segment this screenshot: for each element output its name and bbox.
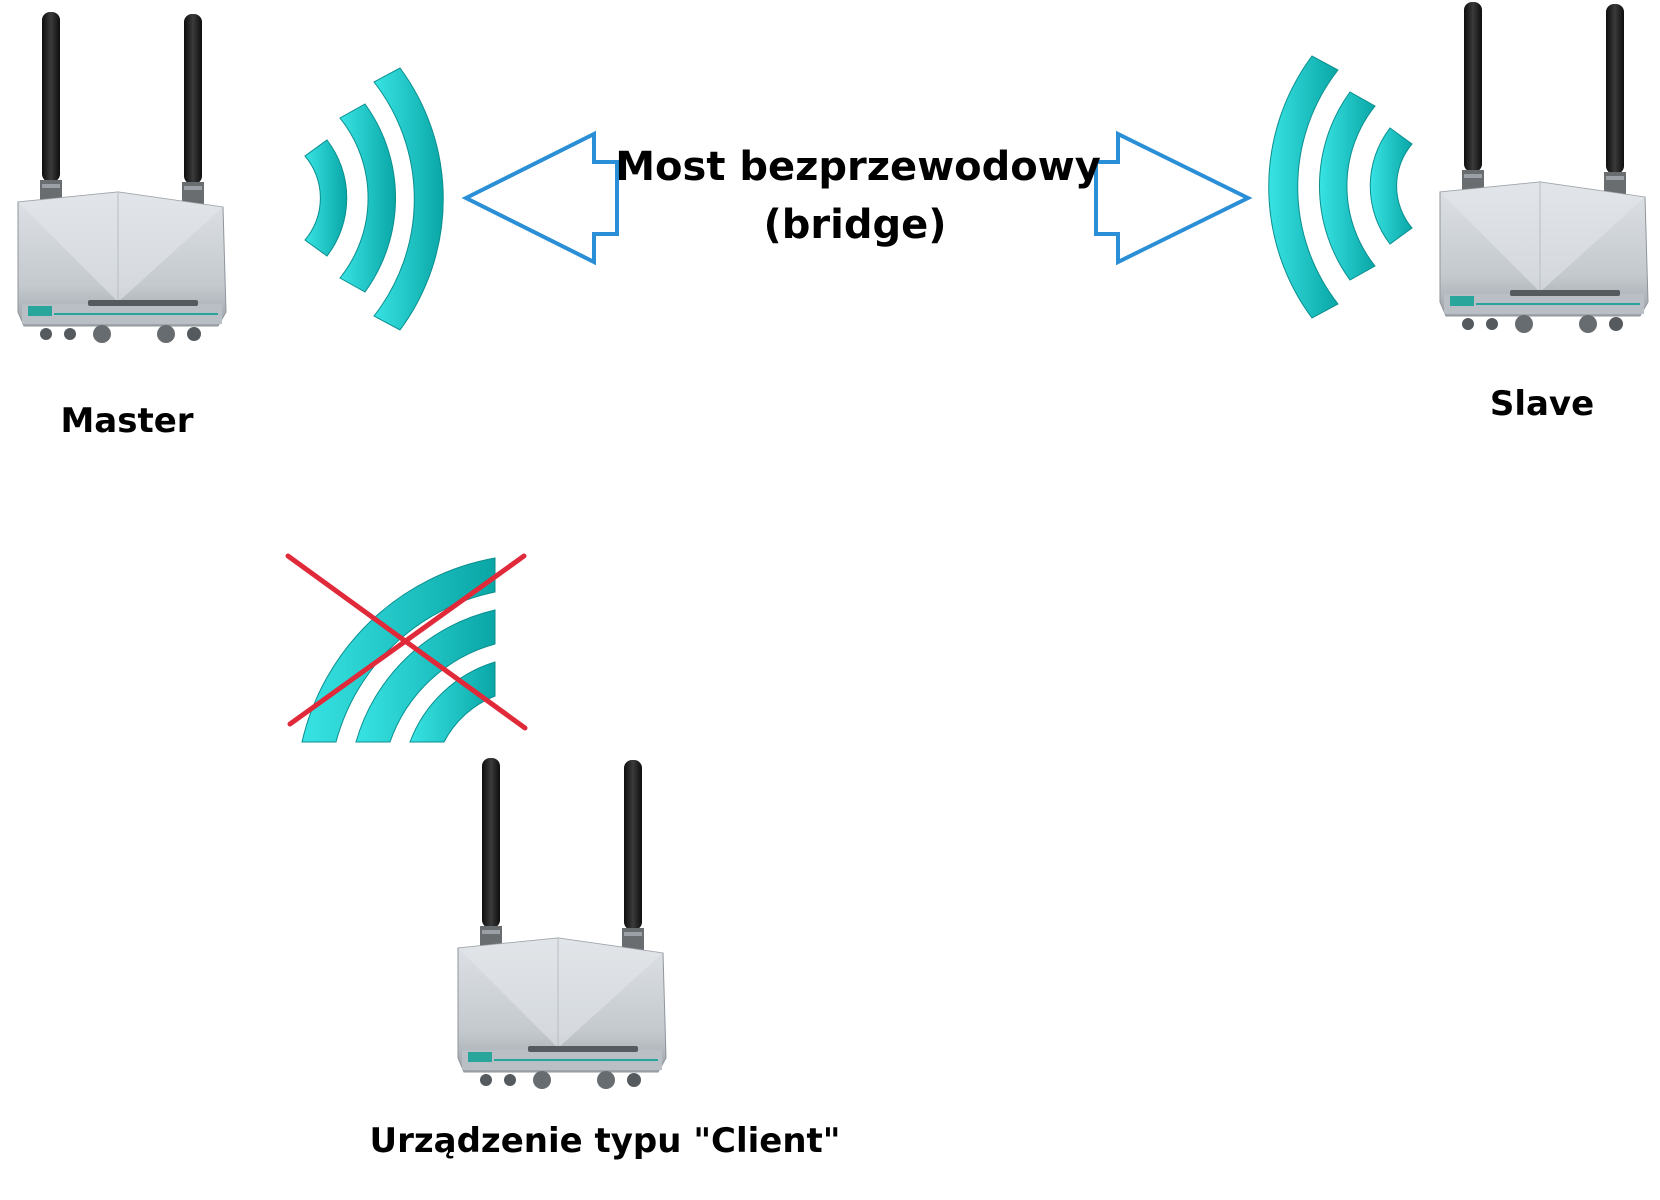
master-wifi-signal-icon	[304, 67, 444, 331]
master-access-point-icon	[17, 11, 227, 344]
client-label: Urządzenie typu "Client"	[369, 1121, 840, 1161]
master-label: Master	[60, 401, 193, 441]
slave-wifi-signal-icon	[1268, 55, 1413, 319]
bridge-title-line2: (bridge)	[763, 202, 946, 248]
slave-access-point-icon	[1439, 1, 1649, 334]
cross-icon	[285, 553, 528, 731]
client-wifi-signal-icon	[301, 557, 496, 743]
slave-label: Slave	[1490, 384, 1594, 424]
arrow-left-icon	[461, 130, 619, 266]
arrow-right-icon	[1094, 130, 1253, 266]
client-access-point-icon	[457, 757, 667, 1090]
bridge-title-line1: Most bezprzewodowy	[615, 144, 1101, 190]
